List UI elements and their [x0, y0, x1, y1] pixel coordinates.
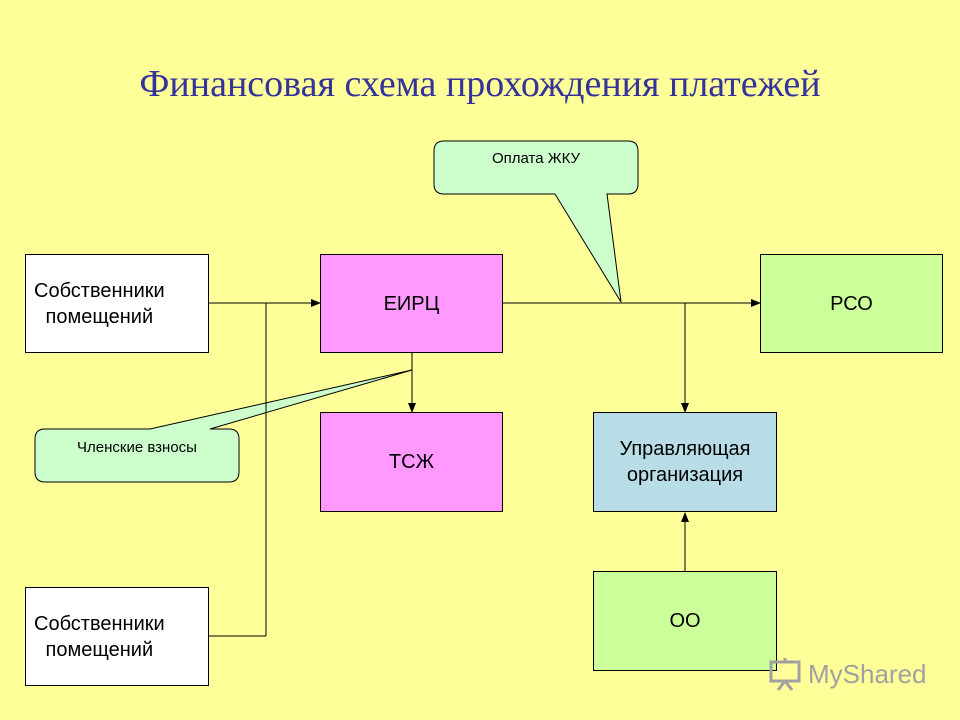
box-owners-bottom: Собственники помещений [25, 587, 209, 686]
watermark: MyShared [768, 656, 927, 692]
box-tszh: ТСЖ [320, 412, 503, 512]
projector-screen-icon [769, 658, 801, 691]
callout-member-fees-shape [34, 369, 413, 483]
callout-payment-label: Оплата ЖКУ [491, 150, 581, 167]
box-owners-top: Собственники помещений [25, 254, 209, 353]
callout-payment-shape [433, 140, 639, 303]
box-eirc: ЕИРЦ [320, 254, 503, 353]
page-title: Финансовая схема прохождения платежей [139, 63, 821, 105]
box-rso: РСО [760, 254, 943, 353]
box-oo: ОО [593, 571, 777, 671]
box-uk: Управляющая организация [593, 412, 777, 512]
callout-member-fees-label: Членские взносы [77, 439, 197, 456]
watermark-text: MyShared [808, 658, 927, 689]
